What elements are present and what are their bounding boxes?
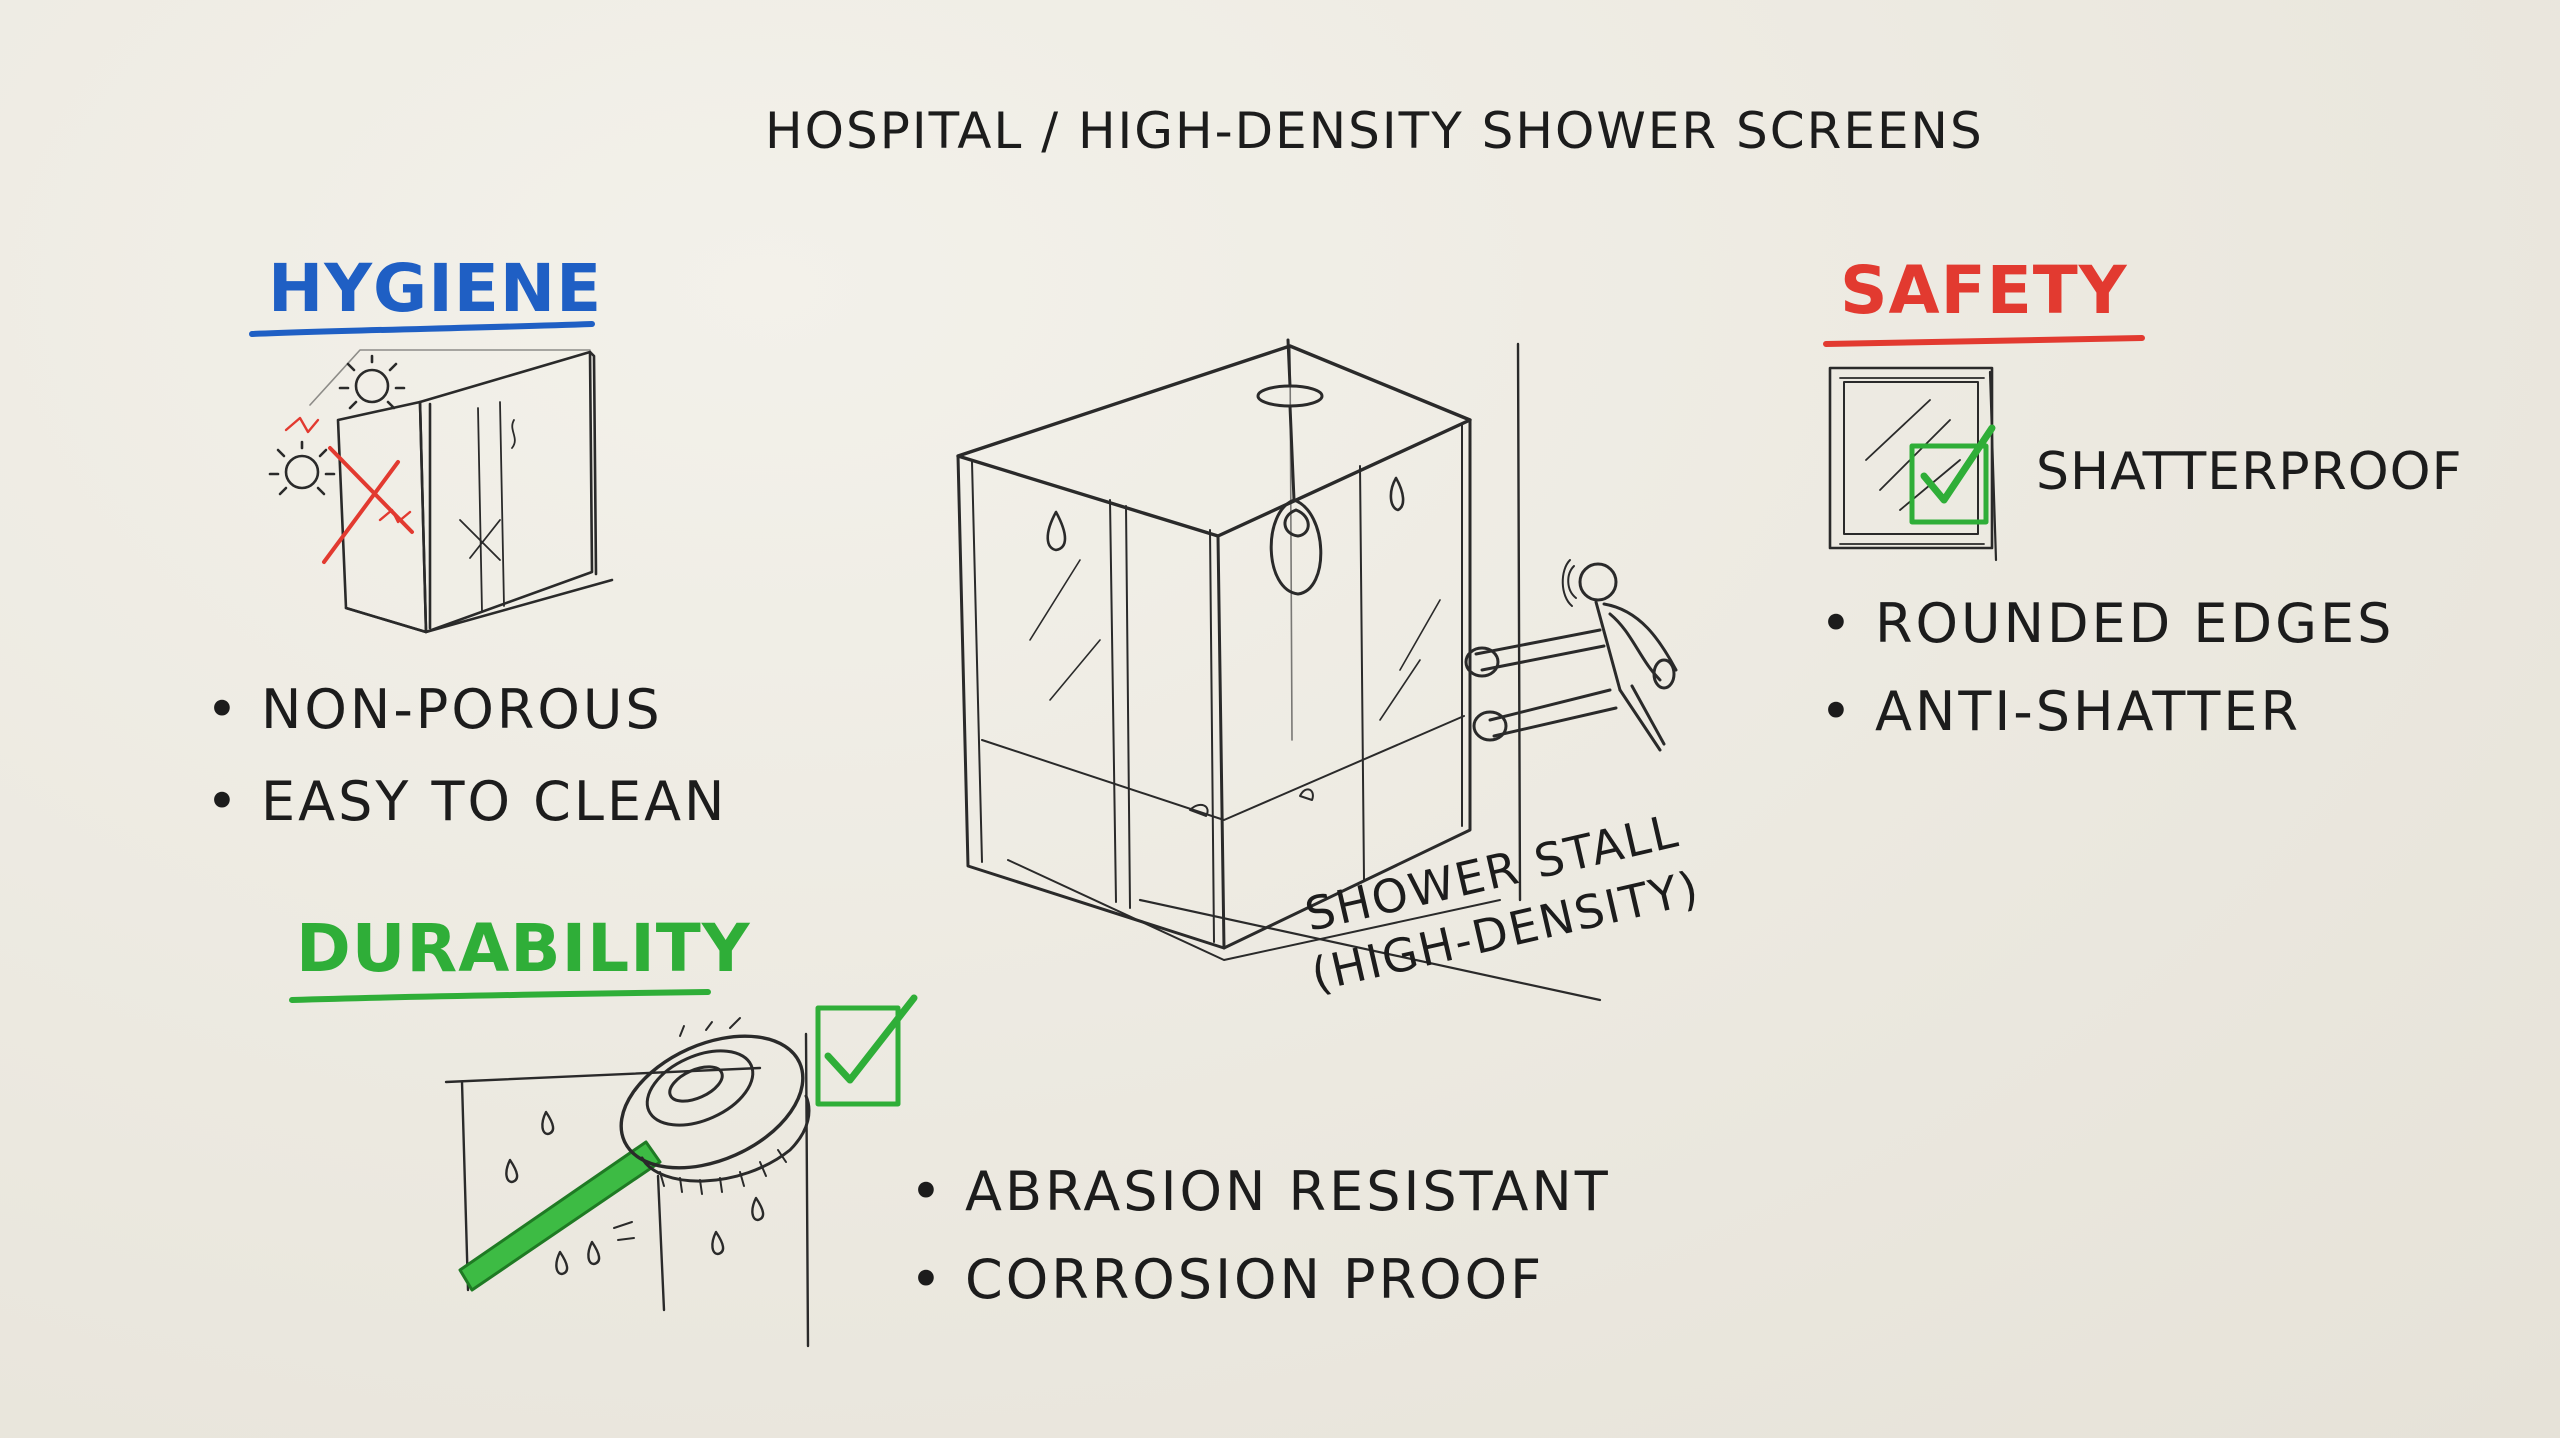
durability-glass-sketch [444,1032,810,1348]
hygiene-heading: HYGIENE [268,250,603,327]
person-icon [1464,559,1678,752]
cross-mark-icon [284,416,414,564]
hygiene-bullet-1: • NON-POROUS [206,678,663,741]
safety-bullet-2: • ANTI-SHATTER [1820,680,2302,743]
water-drop-icon [1046,476,1405,552]
hygiene-bullet-2: • EASY TO CLEAN [206,770,728,833]
safety-underline [1823,335,2145,347]
durability-check-icon [815,994,918,1107]
durability-bullet-2: • CORROSION PROOF [910,1248,1545,1311]
durability-underline [289,989,711,1003]
shower-stall-sketch [956,342,1602,1002]
hygiene-panel-sketch [309,349,614,634]
hygiene-underline [249,321,595,337]
shatterproof-label: SHATTERPROOF [2036,442,2463,502]
window-icon [1828,366,1998,562]
durability-heading: DURABILITY [296,910,751,987]
safety-bullet-1: • ROUNDED EDGES [1820,592,2395,655]
page-title: HOSPITAL / HIGH-DENSITY SHOWER SCREENS [765,102,1984,160]
brush-icon [458,1017,811,1292]
check-icon [1909,424,1996,525]
germ-icon [268,354,406,496]
safety-heading: SAFETY [1840,252,2128,329]
durability-bullet-1: • ABRASION RESISTANT [910,1160,1611,1223]
shower-head-icon [1256,338,1324,596]
